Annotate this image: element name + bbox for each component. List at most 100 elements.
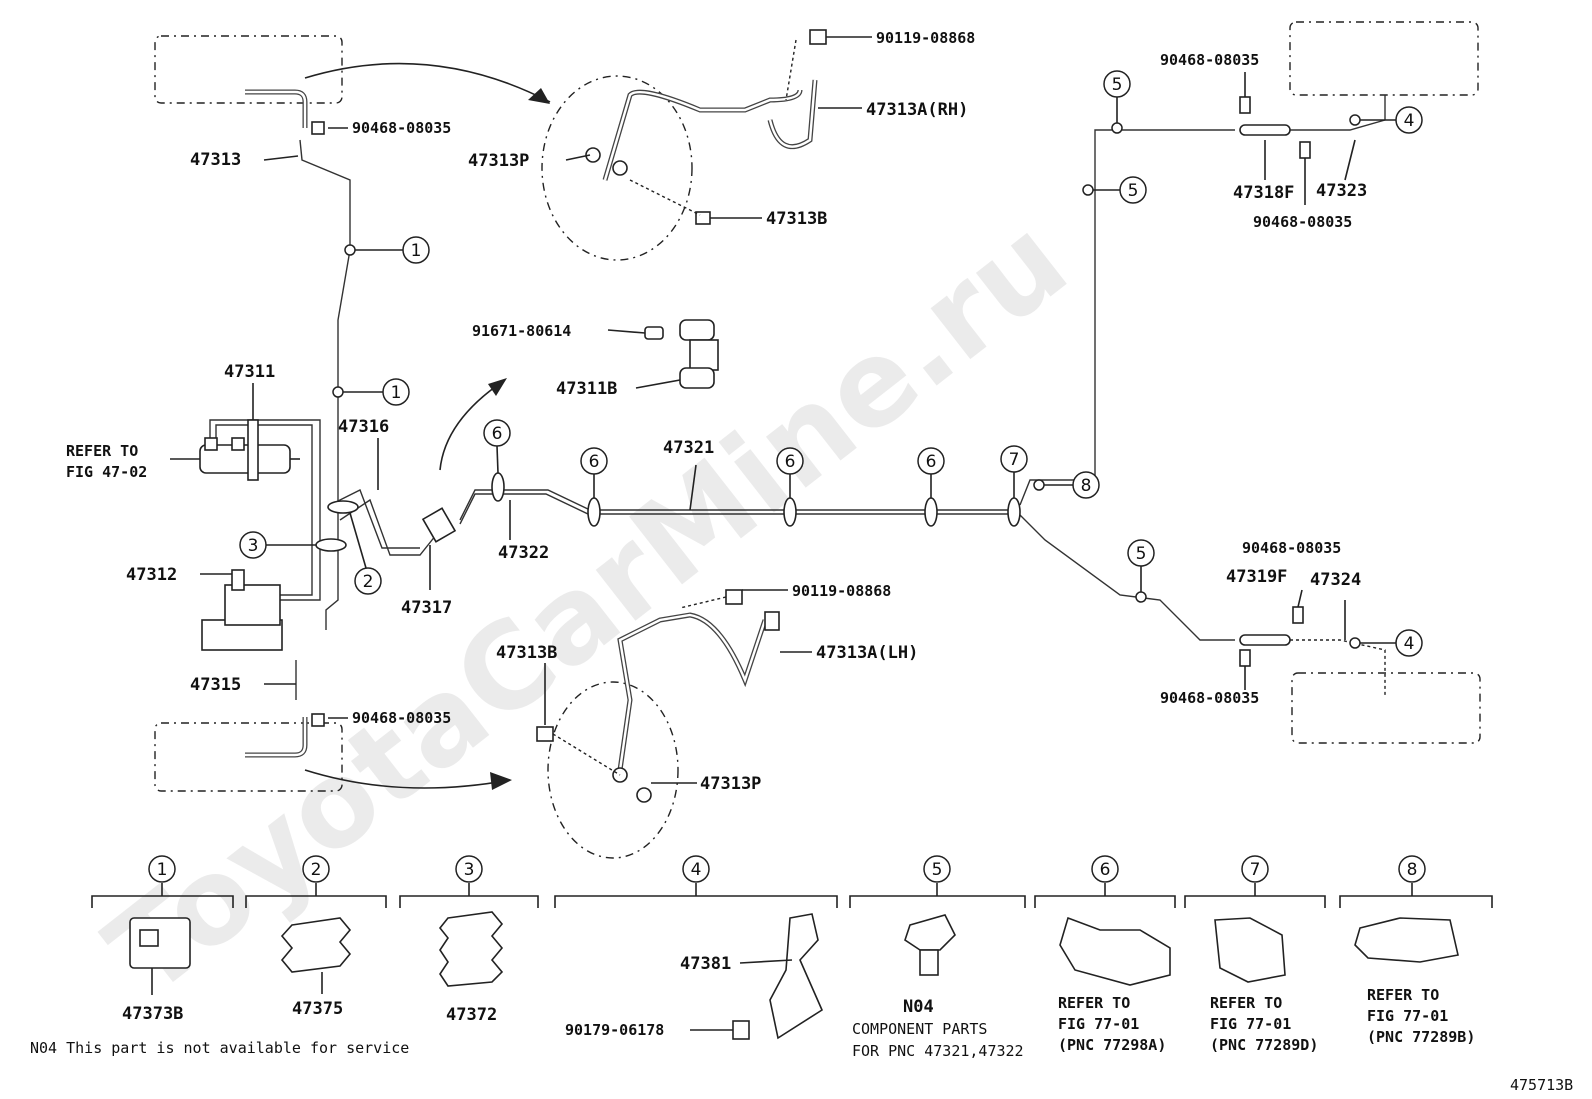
master-cylinder bbox=[199, 419, 300, 481]
clamp-6c bbox=[783, 497, 797, 527]
detail-ellipse-lh bbox=[547, 681, 679, 859]
legend-4-sub: 90179-06178 bbox=[565, 1021, 664, 1039]
label-47324: 47324 bbox=[1310, 570, 1361, 590]
callout-8 bbox=[1072, 471, 1100, 499]
label-47315: 47315 bbox=[190, 675, 241, 695]
label-90468-d: 90468-08035 bbox=[1253, 213, 1352, 231]
label-47319F: 47319F bbox=[1226, 567, 1287, 587]
callout-1b-label: 1 bbox=[391, 383, 402, 403]
label-47313B-top: 47313B bbox=[766, 209, 827, 229]
callout-1b bbox=[382, 378, 410, 406]
clip-N04-drawing bbox=[904, 914, 956, 976]
clamp-47373B-drawing bbox=[129, 917, 191, 995]
union-47318F bbox=[1239, 124, 1291, 136]
legend-4-num: 4 bbox=[691, 860, 702, 880]
legend-2-num: 2 bbox=[311, 860, 322, 880]
label-47313P-bot: 47313P bbox=[700, 774, 761, 794]
callout-1a bbox=[402, 236, 430, 264]
label-90468-f: 90468-08035 bbox=[1160, 689, 1259, 707]
legend: 1 2 3 4 5 6 7 8 47373B 47375 47372 47381… bbox=[91, 855, 1493, 1060]
bracket-47311B bbox=[644, 319, 719, 389]
legend-5-part: N04 bbox=[903, 997, 934, 1017]
joint-47317 bbox=[421, 507, 457, 543]
callout-2 bbox=[354, 567, 382, 595]
callout-4b bbox=[1395, 629, 1423, 657]
legend-2-part: 47375 bbox=[292, 999, 343, 1019]
callouts: 1 1 3 2 6 6 6 6 7 8 5 5 5 bbox=[239, 70, 1423, 657]
ref-box-rear-left bbox=[154, 722, 343, 792]
legend-3-num: 3 bbox=[464, 860, 475, 880]
callout-5b bbox=[1119, 176, 1147, 204]
clamp-47372-drawing bbox=[438, 911, 504, 987]
callout-2-label: 2 bbox=[363, 572, 374, 592]
label-47313A-rh: 47313A(RH) bbox=[866, 100, 968, 120]
legend-6-note-1: REFER TO bbox=[1058, 994, 1130, 1012]
label-47322: 47322 bbox=[498, 543, 549, 563]
clamp-7 bbox=[1007, 497, 1021, 527]
detail-ellipse-rh bbox=[541, 75, 693, 261]
svg-text:6: 6 bbox=[492, 424, 503, 444]
legend-3-part: 47372 bbox=[446, 1005, 497, 1025]
clip-90468-b bbox=[311, 713, 325, 727]
clip-90468-f bbox=[1239, 649, 1251, 667]
clamp-77298A-drawing bbox=[1059, 916, 1171, 986]
label-90468-b: 90468-08035 bbox=[352, 709, 451, 727]
callout-4a bbox=[1395, 106, 1423, 134]
ref-box-front-left bbox=[154, 35, 343, 104]
clamp-6b bbox=[587, 497, 601, 527]
svg-text:4: 4 bbox=[1404, 111, 1415, 131]
legend-5-note-1: COMPONENT PARTS bbox=[852, 1020, 987, 1038]
label-91671: 91671-80614 bbox=[472, 322, 571, 340]
footnote: N04 This part is not available for servi… bbox=[30, 1039, 409, 1057]
clamp-2 bbox=[327, 500, 359, 514]
label-47313: 47313 bbox=[190, 150, 241, 170]
legend-7-num: 7 bbox=[1250, 860, 1261, 880]
label-90468-a: 90468-08035 bbox=[352, 119, 451, 137]
label-refer-fig-47-02-line1: REFER TO bbox=[66, 442, 138, 460]
part-labels: 47313 90468-08035 90119-08868 47313A(RH)… bbox=[66, 29, 1367, 794]
label-47312: 47312 bbox=[126, 565, 177, 585]
svg-text:8: 8 bbox=[1081, 476, 1092, 496]
svg-text:6: 6 bbox=[589, 452, 600, 472]
label-90119-b: 90119-08868 bbox=[792, 582, 891, 600]
clamp-47375-drawing bbox=[280, 917, 352, 994]
label-47321: 47321 bbox=[663, 438, 714, 458]
diagram-code: 475713B bbox=[1510, 1076, 1573, 1094]
legend-7-note-1: REFER TO bbox=[1210, 994, 1282, 1012]
label-90468-e: 90468-08035 bbox=[1242, 539, 1341, 557]
svg-text:6: 6 bbox=[926, 452, 937, 472]
union-47319F bbox=[1239, 634, 1291, 646]
legend-6-note-3: (PNC 77298A) bbox=[1058, 1036, 1166, 1054]
bracket-47381-drawing bbox=[732, 913, 824, 1040]
arrow-rear-detail bbox=[304, 769, 511, 789]
label-47313P-top: 47313P bbox=[468, 151, 529, 171]
proportioning-valve bbox=[201, 569, 283, 651]
label-90119-a: 90119-08868 bbox=[876, 29, 975, 47]
legend-8-note-3: (PNC 77289B) bbox=[1367, 1028, 1475, 1046]
label-47311B: 47311B bbox=[556, 379, 617, 399]
clip-90468-a bbox=[311, 121, 325, 135]
legend-8-note-1: REFER TO bbox=[1367, 986, 1439, 1004]
svg-text:7: 7 bbox=[1009, 450, 1020, 470]
callout-3-label: 3 bbox=[248, 536, 259, 556]
label-90468-c: 90468-08035 bbox=[1160, 51, 1259, 69]
callout-5a bbox=[1103, 70, 1131, 98]
callout-5c bbox=[1127, 539, 1155, 567]
legend-1-part: 47373B bbox=[122, 1004, 183, 1024]
clamp-77289B-drawing bbox=[1354, 917, 1459, 963]
svg-text:5: 5 bbox=[1112, 75, 1123, 95]
legend-7-note-3: (PNC 77289D) bbox=[1210, 1036, 1318, 1054]
clamp-6a bbox=[491, 472, 505, 502]
svg-text:4: 4 bbox=[1404, 634, 1415, 654]
clip-90468-d bbox=[1299, 141, 1311, 159]
label-47317: 47317 bbox=[401, 598, 452, 618]
callout-1a-label: 1 bbox=[411, 241, 422, 261]
label-47313B-bot: 47313B bbox=[496, 643, 557, 663]
legend-8-note-2: FIG 77-01 bbox=[1367, 1007, 1448, 1025]
legend-4-part: 47381 bbox=[680, 954, 731, 974]
legend-5-note-2: FOR PNC 47321,47322 bbox=[852, 1042, 1024, 1060]
legend-7-note-2: FIG 77-01 bbox=[1210, 1015, 1291, 1033]
legend-6-num: 6 bbox=[1100, 860, 1111, 880]
clamp-6d bbox=[924, 497, 938, 527]
